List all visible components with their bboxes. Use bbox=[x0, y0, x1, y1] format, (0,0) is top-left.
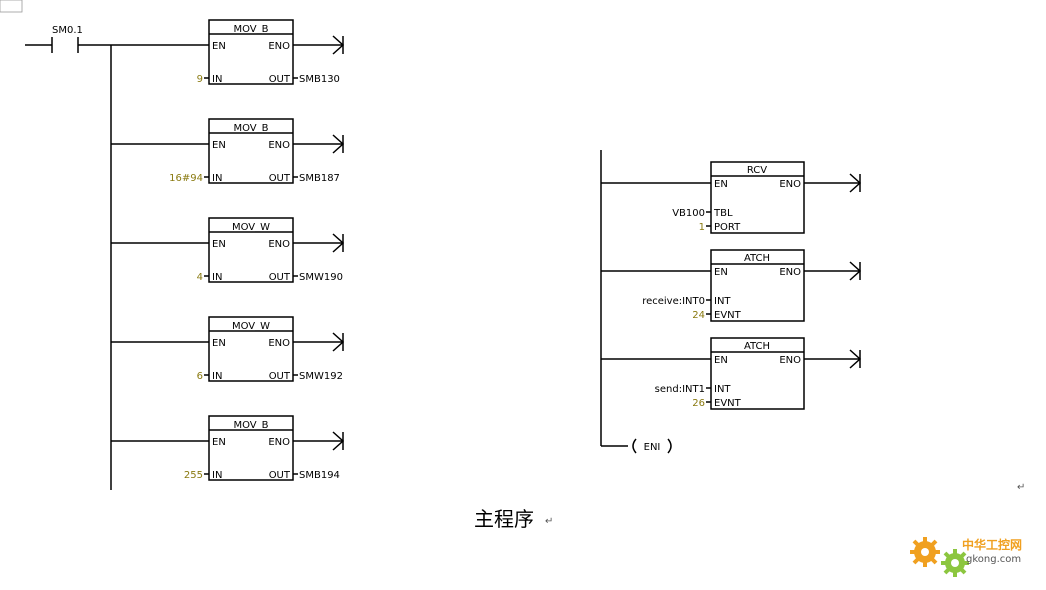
pin1: INT bbox=[714, 384, 731, 395]
out-pin: OUT bbox=[269, 173, 291, 184]
pin2-value: 1 bbox=[699, 222, 705, 233]
move-block: MOV_B EN ENO IN 16#94 OUT SMB187 bbox=[111, 118, 345, 184]
block-frame bbox=[208, 316, 294, 382]
in-pin: IN bbox=[212, 74, 222, 85]
block-name: RCV bbox=[747, 165, 767, 176]
block-frame bbox=[710, 249, 805, 322]
out-value: SMB187 bbox=[299, 173, 340, 184]
move-block: MOV_W EN ENO IN 6 OUT SMW192 bbox=[111, 316, 345, 382]
en-pin: EN bbox=[714, 267, 728, 278]
pin2: EVNT bbox=[714, 398, 742, 409]
out-pin: OUT bbox=[269, 371, 291, 382]
eno-pin: ENO bbox=[268, 437, 290, 448]
move-block: MOV_B EN ENO IN 9 OUT SMB130 bbox=[111, 19, 345, 85]
pin1-value: VB100 bbox=[672, 208, 705, 219]
pin2: EVNT bbox=[714, 310, 742, 321]
pin1: INT bbox=[714, 296, 731, 307]
in-value: 6 bbox=[197, 371, 203, 382]
watermark-cn: 中华工控网 bbox=[962, 537, 1022, 552]
pin2: PORT bbox=[714, 222, 741, 233]
block-name: MOV_B bbox=[233, 420, 268, 431]
pin2-value: 24 bbox=[692, 310, 705, 321]
in-value: 255 bbox=[184, 470, 203, 481]
gear-icon bbox=[910, 537, 969, 577]
block-frame bbox=[208, 415, 294, 481]
block-frame bbox=[208, 217, 294, 283]
in-value: 9 bbox=[197, 74, 203, 85]
watermark-logo: 中华工控网 gkong.com bbox=[910, 537, 1022, 577]
eno-pin: ENO bbox=[268, 239, 290, 250]
eni-coil-left bbox=[632, 438, 637, 454]
en-pin: EN bbox=[212, 437, 226, 448]
in-pin: IN bbox=[212, 272, 222, 283]
eno-pin: ENO bbox=[268, 140, 290, 151]
eno-pin: ENO bbox=[268, 41, 290, 52]
en-pin: EN bbox=[212, 140, 226, 151]
en-pin: EN bbox=[212, 239, 226, 250]
eni-coil-right bbox=[667, 438, 672, 454]
block-name: MOV_B bbox=[233, 123, 268, 134]
watermark-url: gkong.com bbox=[966, 554, 1021, 565]
eno-pin: ENO bbox=[268, 338, 290, 349]
block-name: MOV_W bbox=[232, 321, 270, 332]
caption: 主程序 bbox=[474, 507, 534, 531]
block-frame bbox=[710, 337, 805, 410]
in-value: 4 bbox=[197, 272, 203, 283]
in-value: 16#94 bbox=[169, 173, 203, 184]
out-pin: OUT bbox=[269, 272, 291, 283]
pin1: TBL bbox=[713, 208, 733, 219]
eno-pin: ENO bbox=[779, 267, 801, 278]
out-value: SMW192 bbox=[299, 371, 343, 382]
eno-pin: ENO bbox=[779, 179, 801, 190]
block-name: ATCH bbox=[744, 253, 770, 264]
en-pin: EN bbox=[714, 355, 728, 366]
en-pin: EN bbox=[212, 41, 226, 52]
in-pin: IN bbox=[212, 371, 222, 382]
en-pin: EN bbox=[714, 179, 728, 190]
out-value: SMB130 bbox=[299, 74, 340, 85]
paragraph-mark: ↵ bbox=[1017, 482, 1025, 493]
out-pin: OUT bbox=[269, 470, 291, 481]
block-name: MOV_B bbox=[233, 24, 268, 35]
block-frame bbox=[208, 19, 294, 85]
block-name: ATCH bbox=[744, 341, 770, 352]
block-frame bbox=[208, 118, 294, 184]
out-pin: OUT bbox=[269, 74, 291, 85]
corner-mark bbox=[0, 0, 23, 13]
move-block: MOV_B EN ENO IN 255 OUT SMB194 bbox=[111, 415, 345, 481]
block-name: MOV_W bbox=[232, 222, 270, 233]
out-value: SMW190 bbox=[299, 272, 343, 283]
pin2-value: 26 bbox=[692, 398, 705, 409]
eno-pin: ENO bbox=[779, 355, 801, 366]
en-pin: EN bbox=[212, 338, 226, 349]
block-frame bbox=[710, 161, 805, 234]
out-value: SMB194 bbox=[299, 470, 340, 481]
in-pin: IN bbox=[212, 470, 222, 481]
in-pin: IN bbox=[212, 173, 222, 184]
pin1-value: send:INT1 bbox=[655, 384, 705, 395]
pin1-value: receive:INT0 bbox=[642, 296, 705, 307]
move-block: MOV_W EN ENO IN 4 OUT SMW190 bbox=[111, 217, 345, 283]
contact-label: SM0.1 bbox=[52, 25, 83, 36]
caption-paragraph-mark: ↵ bbox=[545, 516, 553, 527]
eni-coil-label: ENI bbox=[644, 442, 661, 453]
